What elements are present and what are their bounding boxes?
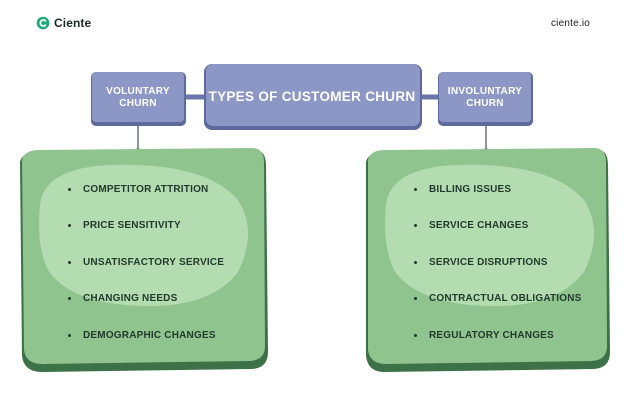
list-item: COMPETITOR ATTRITION xyxy=(68,184,208,195)
list-item: CONTRACTUAL OBLIGATIONS xyxy=(414,293,582,304)
title-box xyxy=(206,64,420,126)
list-item: DEMOGRAPHIC CHANGES xyxy=(68,330,216,341)
involuntary-label-line2: CHURN xyxy=(466,98,504,109)
voluntary-label-line1: VOLUNTARY xyxy=(106,85,170,97)
list-item: UNSATISFACTORY SERVICE xyxy=(68,257,224,268)
bullet-icon xyxy=(68,224,71,227)
list-item: REGULATORY CHANGES xyxy=(414,330,554,341)
website-link[interactable]: ciente.io xyxy=(550,18,590,29)
list-item-label: PRICE SENSITIVITY xyxy=(83,220,181,231)
list-item: PRICE SENSITIVITY xyxy=(68,220,181,231)
diagram-title: TYPES OF CUSTOMER CHURN xyxy=(208,88,416,104)
involuntary-panel xyxy=(366,148,610,372)
involuntary-label-line1: INVOLUNTARY xyxy=(447,85,523,97)
right-title-box xyxy=(439,72,531,122)
panel-highlight xyxy=(385,164,594,306)
list-item-label: COMPETITOR ATTRITION xyxy=(83,184,209,195)
ciente-logo-icon xyxy=(36,16,50,30)
voluntary-panel xyxy=(20,148,268,372)
left-title-box xyxy=(92,72,184,122)
list-item: SERVICE CHANGES xyxy=(414,220,529,231)
header-boxes xyxy=(91,64,533,130)
list-item-label: DEMOGRAPHIC CHANGES xyxy=(83,330,216,341)
panel-highlight xyxy=(39,164,248,306)
bullet-icon xyxy=(414,334,417,337)
bullet-icon xyxy=(414,297,417,300)
list-item-label: BILLING ISSUES xyxy=(429,184,512,195)
list-item: BILLING ISSUES xyxy=(414,184,511,195)
bullet-icon xyxy=(414,261,417,264)
list-item-label: REGULATORY CHANGES xyxy=(429,330,554,341)
list-item-label: SERVICE DISRUPTIONS xyxy=(429,257,548,268)
bullet-icon xyxy=(68,334,71,337)
list-item-label: SERVICE CHANGES xyxy=(429,220,529,231)
bullet-icon xyxy=(68,297,71,300)
voluntary-label-line2: CHURN xyxy=(119,98,157,109)
brand-name: Ciente xyxy=(54,16,92,30)
list-item: SERVICE DISRUPTIONS xyxy=(414,257,548,268)
list-item-label: UNSATISFACTORY SERVICE xyxy=(83,257,225,268)
list-item: CHANGING NEEDS xyxy=(68,293,177,304)
bullet-icon xyxy=(68,188,71,191)
bullet-icon xyxy=(414,224,417,227)
bullet-icon xyxy=(68,261,71,264)
list-item-label: CONTRACTUAL OBLIGATIONS xyxy=(429,293,582,304)
list-item-label: CHANGING NEEDS xyxy=(83,293,178,304)
bullet-icon xyxy=(414,188,417,191)
brand-logo: Ciente xyxy=(36,16,91,30)
